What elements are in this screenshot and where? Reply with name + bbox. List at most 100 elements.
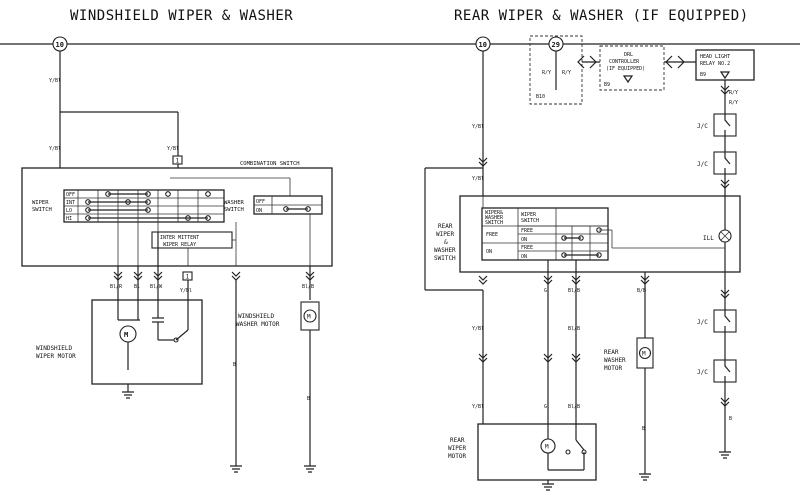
- left-wire-motor-3: Bl/W: [150, 284, 163, 290]
- right-wire-g-1: G: [544, 288, 547, 294]
- table-group-a: FREE: [486, 232, 498, 238]
- right-wire-blb-2: Bl/B: [568, 326, 580, 332]
- washer-motor-symbol: M: [307, 314, 311, 321]
- terminal-icon: [719, 71, 731, 80]
- relay-label-2: WIPER RELAY: [163, 242, 196, 248]
- jc-label-4: J/C: [697, 369, 708, 376]
- table-row-1: FREE: [521, 228, 533, 234]
- jc-label-1: J/C: [697, 123, 708, 130]
- table-col1-line1: WIPER&: [485, 210, 503, 216]
- left-wire-motor-1: Bl/R: [110, 284, 123, 290]
- connector-arrow-icon: [577, 55, 597, 69]
- washer-switch-contacts: [283, 206, 311, 212]
- rear-switch-out-chevrons: [478, 275, 650, 285]
- left-fuse-label: 10: [56, 41, 64, 49]
- jc-switch-icon: [724, 114, 731, 136]
- drl-connector-label: B9: [604, 82, 610, 88]
- washer-motor-label-2: WASHER MOTOR: [236, 321, 280, 328]
- headlight-relay-label-1: HEAD LIGHT: [700, 54, 730, 60]
- wiper-motor-label-2: WIPER MOTOR: [36, 353, 76, 360]
- right-wire-ry-4: R/Y: [729, 100, 738, 106]
- box-connector-label: B10: [536, 94, 545, 100]
- combination-switch-label: COMBINATION SWITCH: [240, 161, 300, 167]
- rear-washer-label-1: REAR: [604, 349, 619, 356]
- rear-mid-chevrons: [478, 353, 581, 363]
- table-col2-line2: SWITCH: [521, 218, 539, 224]
- right-wire-feed-1: Y/Bl: [472, 124, 484, 130]
- connector-chevron: [720, 397, 730, 407]
- right-wire-blb-1: Bl/B: [568, 288, 580, 294]
- jc-label-2: J/C: [697, 161, 708, 168]
- wiper-motor-internal: [117, 300, 189, 370]
- right-wire-feed-3: Y/Bl: [472, 326, 484, 332]
- left-wire-feed-2: Y/Bl: [49, 146, 61, 152]
- rear-switch-contacts: [561, 227, 725, 258]
- rear-wiper-motor-internal: [547, 424, 587, 471]
- relay-label-1: INTER MITTENT: [160, 235, 199, 241]
- ground-icon: [304, 465, 316, 473]
- rear-switch-label-1: REAR: [438, 223, 453, 230]
- rear-wiper-label-3: MOTOR: [448, 453, 466, 460]
- wiper-switch-contacts: [85, 191, 211, 221]
- rear-wiper-label-2: WIPER: [448, 445, 466, 452]
- left-wire-motor-4: Y/Bl: [180, 288, 192, 294]
- table-group-b: ON: [486, 249, 492, 255]
- left-wire-ground-2: B: [307, 396, 310, 402]
- drl-label-3: (IF EQUIPPED): [606, 66, 645, 72]
- right-wire-g-2: G: [544, 404, 547, 410]
- left-wire-ground-1: B: [233, 362, 236, 368]
- table-col2-line1: WIPER: [521, 212, 537, 218]
- left-wire-washer: Bl/B: [302, 284, 314, 290]
- terminal-icon: [622, 75, 634, 84]
- connector-arrow-icon: [665, 55, 685, 69]
- left-wire-motor-2: Bl: [134, 284, 140, 290]
- wiper-motor-label-1: WINDSHIELD: [36, 345, 73, 352]
- drl-fuse-label: 29: [552, 41, 560, 49]
- connector-chevron: [720, 289, 730, 299]
- wiper-pos-off: OFF: [66, 192, 75, 198]
- windshield-wiper-motor-box: [91, 299, 203, 385]
- lamp-filament: [720, 231, 730, 241]
- rear-switch-label-2: WIPER: [436, 231, 454, 238]
- table-row-2: ON: [521, 237, 527, 243]
- ill-label: ILL: [703, 235, 714, 242]
- right-wire-b-1: B: [729, 416, 732, 422]
- right-wire-ry-3: R/Y: [729, 90, 738, 96]
- washer-motor-label-1: WINDSHIELD: [238, 313, 275, 320]
- rear-switch-label-4: WASHER: [434, 247, 456, 254]
- washer-pos-on: ON: [256, 208, 262, 214]
- wiper-motor-symbol: M: [124, 331, 128, 339]
- right-wire-blb-3: Bl/B: [568, 404, 580, 410]
- wiper-switch-label-2: SWITCH: [32, 207, 52, 213]
- rear-washer-motor-symbol: M: [642, 351, 646, 358]
- right-wire-b-2: B: [642, 426, 645, 432]
- right-diagram-title: REAR WIPER & WASHER (IF EQUIPPED): [454, 8, 749, 24]
- washer-switch-label-1: WASHER: [224, 200, 245, 206]
- ground-icon: [639, 473, 651, 481]
- ground-icon: [122, 391, 134, 399]
- left-wire-feed-3: Y/Bl: [167, 146, 179, 152]
- ground-icon: [230, 465, 242, 473]
- drl-label-1: DRL: [624, 52, 633, 58]
- wiper-pos-hi: HI: [66, 216, 72, 222]
- right-wire-bb: B/B: [637, 288, 646, 294]
- table-row-3: FREE: [521, 245, 533, 251]
- drl-fuse-box: [529, 35, 583, 105]
- right-wire-feed-4: Y/Bl: [472, 404, 484, 410]
- washer-pos-off: OFF: [256, 199, 265, 205]
- left-diagram-title: WINDSHIELD WIPER & WASHER: [70, 8, 293, 24]
- washer-motor-icon: [303, 309, 317, 323]
- right-wire-ry-2: R/Y: [562, 70, 571, 76]
- left-connector-mark-top-label: 1: [176, 158, 180, 165]
- drl-controller-box: [599, 45, 665, 91]
- jc-switch-icon: [724, 310, 731, 332]
- relay-connector-label: B9: [700, 72, 706, 78]
- combination-switch-box: [21, 167, 333, 267]
- left-connector-mark-bottom-label: 1: [186, 274, 190, 281]
- rear-switch-box: [459, 195, 741, 273]
- right-wire-ry-1: R/Y: [542, 70, 551, 76]
- left-wire-feed-1: Y/Bl: [49, 78, 61, 84]
- jc-switch-icon: [724, 360, 731, 382]
- wiper-pos-lo: LO: [66, 208, 72, 214]
